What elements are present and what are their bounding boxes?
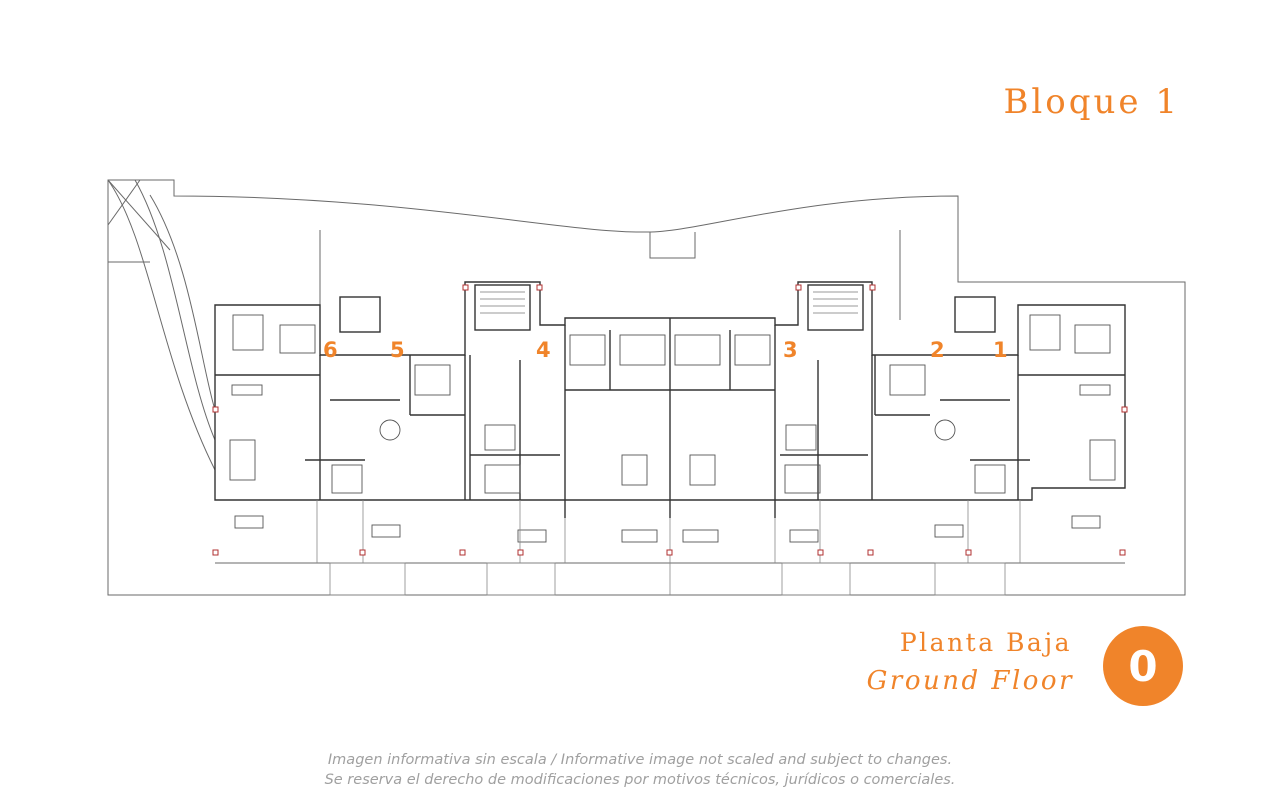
lift-core (339, 296, 381, 333)
disclaimer-line-2: Se reserva el derecho de modificaciones … (324, 772, 956, 788)
stair-core (474, 284, 531, 331)
unit-label-5: 5 (390, 338, 405, 362)
floor-name-es: Planta Baja (899, 628, 1072, 657)
disclaimer-line-1: Imagen informativa sin escala / Informat… (327, 752, 953, 768)
unit-label-1: 1 (993, 338, 1008, 362)
stair-core (807, 284, 864, 331)
unit-label-3: 3 (783, 338, 798, 362)
disclaimer: Imagen informativa sin escala / Informat… (0, 750, 1280, 790)
ramp-curve (149, 194, 216, 411)
unit-label-6: 6 (323, 338, 338, 362)
site-boundary (107, 179, 1186, 596)
unit-label-4: 4 (536, 338, 551, 362)
floor-name-en: Ground Floor (866, 666, 1074, 696)
building-outline (214, 281, 1126, 501)
block-title: Bloque 1 (1003, 82, 1180, 122)
ramp-curve (134, 179, 216, 441)
lift-core (954, 296, 996, 333)
ramp-curve (107, 179, 216, 471)
unit-label-2: 2 (930, 338, 945, 362)
floor-number-badge: 0 (1103, 626, 1183, 706)
